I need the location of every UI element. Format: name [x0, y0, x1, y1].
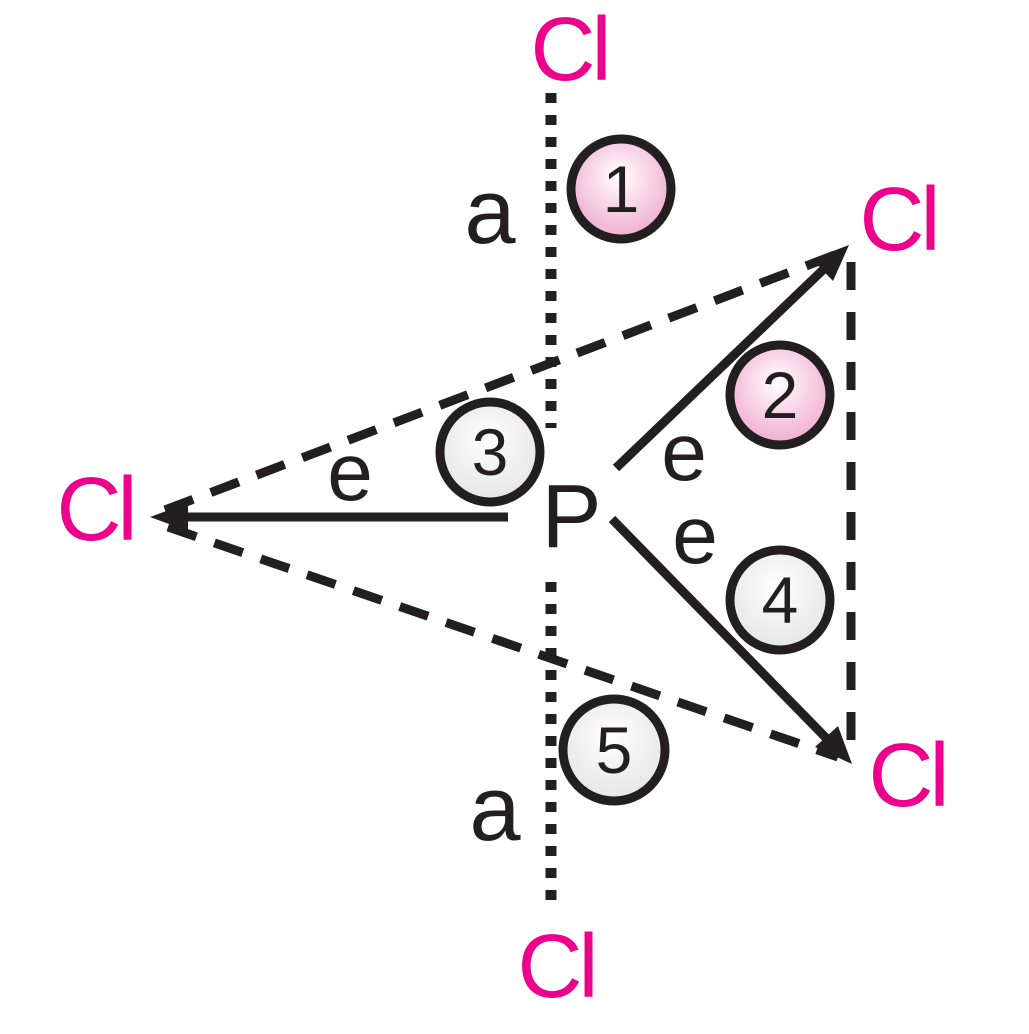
marker-1-number: 1 — [603, 152, 640, 226]
chlorine-label-equatorial-upper-right: Cl — [860, 170, 937, 270]
marker-5-number: 5 — [596, 713, 633, 787]
arrowhead-upper-right — [812, 245, 849, 281]
marker-5: 5 — [558, 694, 670, 806]
dashed-edge-left-to-upper-right — [163, 248, 842, 515]
marker-1: 1 — [566, 134, 676, 244]
marker-2-number: 2 — [762, 358, 799, 432]
phosphorus-label: P — [541, 467, 598, 567]
equatorial-label-upper-right: e — [661, 407, 707, 498]
chlorine-label-equatorial-lower-right: Cl — [869, 726, 946, 826]
marker-4-number: 4 — [762, 563, 799, 637]
axial-label-bottom: a — [469, 758, 521, 860]
bond-p-to-upper-right-cl — [612, 262, 831, 472]
marker-4: 4 — [725, 545, 835, 655]
equatorial-label-left: e — [327, 427, 373, 518]
equatorial-triangle-dashed-edges — [163, 248, 856, 762]
marker-3: 3 — [435, 397, 545, 507]
bond-p-to-lower-right-cl — [608, 515, 835, 747]
chlorine-label-axial-top: Cl — [531, 0, 608, 100]
arrowhead-left — [150, 503, 188, 531]
marker-2-circle — [725, 340, 835, 450]
axial-label-top: a — [464, 161, 516, 263]
marker-3-circle — [435, 397, 545, 507]
equatorial-bonds — [150, 245, 852, 764]
chlorine-label-axial-bottom: Cl — [518, 917, 595, 1017]
atom-labels: Cl Cl Cl Cl Cl P — [57, 0, 950, 1017]
marker-2: 2 — [725, 340, 835, 450]
equatorial-label-lower-right: e — [672, 490, 718, 581]
marker-3-number: 3 — [472, 415, 509, 489]
arrowhead-lower-right — [815, 726, 852, 764]
bond-type-labels: a a e e e — [327, 161, 718, 860]
chlorine-label-equatorial-left: Cl — [57, 460, 134, 560]
marker-5-circle — [558, 694, 670, 806]
marker-1-circle — [566, 134, 676, 244]
position-markers: 1 2 3 4 5 — [435, 134, 835, 806]
dashed-edge-left-to-lower-right — [166, 522, 840, 762]
marker-4-circle — [725, 545, 835, 655]
